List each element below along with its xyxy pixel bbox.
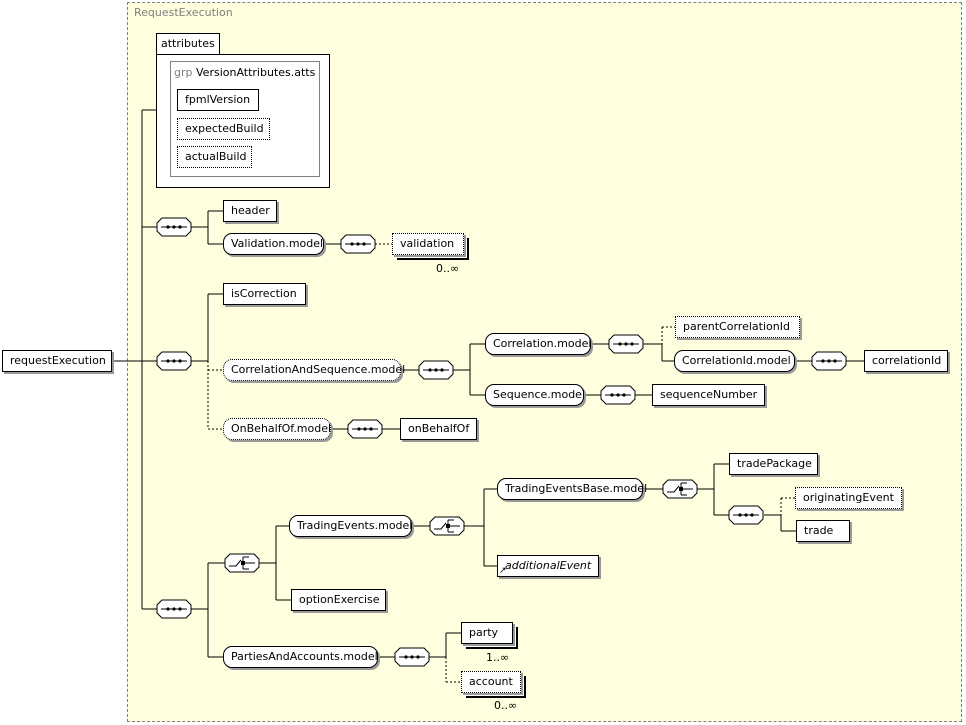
sequence-compositor: [340, 234, 376, 254]
group-correlation-and-sequence-model[interactable]: CorrelationAndSequence.model: [223, 359, 405, 381]
element-is-correction[interactable]: isCorrection: [223, 283, 306, 305]
attribute-fpml-version[interactable]: fpmlVersion: [177, 89, 259, 111]
attribute-group-name: VersionAttributes.atts: [196, 66, 316, 79]
sequence-compositor: [156, 217, 192, 237]
element-correlation-id[interactable]: correlationId: [864, 350, 948, 372]
attribute-expected-build[interactable]: expectedBuild: [177, 118, 270, 140]
sequence-compositor: [600, 385, 636, 405]
attributes-tab: attributes: [156, 33, 220, 55]
sequence-compositor: [394, 647, 430, 667]
element-header[interactable]: header: [223, 200, 277, 222]
element-originating-event[interactable]: originatingEvent: [795, 487, 902, 509]
attribute-group-label: grp VersionAttributes.atts: [174, 66, 315, 80]
cardinality-account: 0..∞: [494, 699, 518, 712]
choice-compositor: [429, 516, 465, 536]
element-account[interactable]: account: [461, 671, 521, 693]
sequence-compositor: [347, 419, 383, 439]
sequence-compositor: [811, 351, 847, 371]
cardinality-party: 1..∞: [486, 651, 510, 664]
sequence-compositor: [418, 360, 454, 380]
element-trade[interactable]: trade: [796, 520, 850, 542]
element-trade-package[interactable]: tradePackage: [729, 453, 818, 475]
sequence-compositor: [608, 334, 644, 354]
element-on-behalf-of[interactable]: onBehalfOf: [400, 418, 477, 440]
element-option-exercise[interactable]: optionExercise: [291, 589, 386, 611]
element-sequence-number[interactable]: sequenceNumber: [652, 384, 765, 406]
additional-event-label: additionalEvent: [505, 559, 592, 572]
element-additional-event[interactable]: additionalEvent: [497, 555, 599, 577]
group-sequence-model[interactable]: Sequence.model: [485, 384, 585, 406]
element-parent-correlation-id[interactable]: parentCorrelationId: [675, 316, 800, 338]
group-correlation-id-model[interactable]: CorrelationId.model: [674, 350, 795, 372]
attribute-actual-build[interactable]: actualBuild: [177, 146, 252, 168]
group-on-behalf-of-model[interactable]: OnBehalfOf.model: [223, 418, 331, 440]
cardinality-validation: 0..∞: [436, 262, 460, 275]
root-element[interactable]: requestExecution: [2, 350, 112, 372]
group-parties-and-accounts-model[interactable]: PartiesAndAccounts.model: [223, 646, 378, 668]
group-trading-events-model[interactable]: TradingEvents.model: [289, 515, 412, 537]
group-trading-events-base-model[interactable]: TradingEventsBase.model: [497, 478, 647, 500]
sequence-compositor: [156, 351, 192, 371]
choice-compositor: [224, 553, 260, 573]
group-keyword: grp: [174, 66, 193, 79]
choice-compositor: [662, 479, 698, 499]
group-correlation-model[interactable]: Correlation.model: [485, 333, 591, 355]
complex-type-title: RequestExecution: [134, 6, 233, 19]
sequence-compositor: [156, 599, 192, 619]
group-validation-model[interactable]: Validation.model: [223, 233, 324, 255]
reference-arrow-icon: ↗: [499, 566, 507, 576]
sequence-compositor: [728, 505, 764, 525]
element-validation[interactable]: validation: [392, 233, 464, 255]
element-party[interactable]: party: [461, 622, 513, 644]
